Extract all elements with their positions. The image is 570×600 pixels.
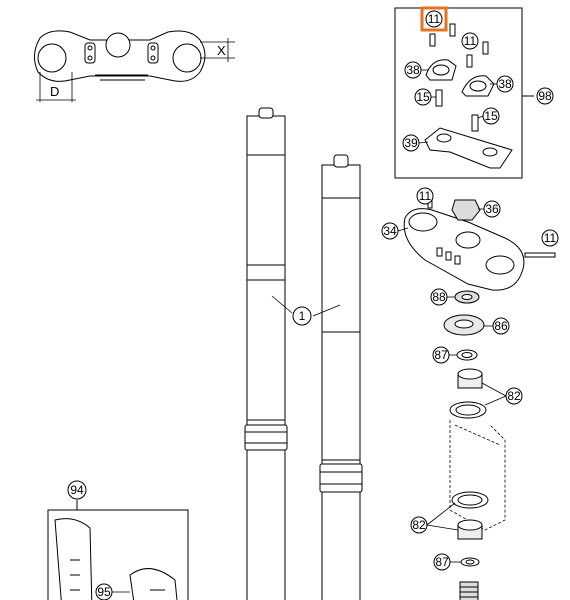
callout-leaders [112,69,507,593]
callout-86[interactable]: 86 [492,317,510,335]
callout-38[interactable]: 38 [404,61,422,79]
svg-text:88: 88 [432,290,446,304]
clamp-kit-box [394,7,534,179]
callout-94[interactable]: 94 [67,480,87,500]
callout-11[interactable]: 11 [425,10,443,28]
fork-guard-box [47,500,189,600]
svg-text:11: 11 [428,12,441,26]
callout-11[interactable]: 11 [461,32,479,50]
dimension-x-label: X [217,43,226,58]
callout-88[interactable]: 88 [430,288,448,306]
svg-text:34: 34 [383,224,397,238]
callout-1[interactable]: 1 [292,306,312,326]
callout-82[interactable]: 82 [505,387,523,405]
callout-95[interactable]: 95 [95,583,113,600]
callout-98[interactable]: 98 [536,87,554,105]
dimension-d-label: D [50,84,59,99]
steering-stem [449,420,506,531]
svg-text:1: 1 [299,309,306,323]
svg-text:15: 15 [416,90,430,104]
callout-39[interactable]: 39 [402,134,420,152]
leader-lines [271,295,341,317]
svg-text:87: 87 [434,348,448,362]
clamp-kit-parts [424,23,513,169]
callout-38[interactable]: 38 [496,75,514,93]
callout-15[interactable]: 15 [482,107,500,125]
lower-bearings [451,491,489,600]
callout-36[interactable]: 36 [483,200,501,218]
svg-text:38: 38 [406,63,420,77]
callout-15[interactable]: 15 [414,88,432,106]
callout-87[interactable]: 87 [433,553,451,571]
svg-text:11: 11 [464,34,477,48]
svg-text:95: 95 [97,585,111,599]
triple-clamp-top-view [34,30,206,82]
svg-text:86: 86 [494,319,508,333]
svg-text:11: 11 [419,189,432,203]
svg-text:87: 87 [435,555,449,569]
callout-87[interactable]: 87 [432,346,450,364]
triple-clamp-3d [403,195,556,291]
callout-11[interactable]: 11 [416,187,434,205]
dimension-lines [36,38,235,102]
svg-text:39: 39 [404,136,418,150]
fork-guard-parts [54,518,178,600]
svg-text:82: 82 [412,518,426,532]
svg-text:36: 36 [485,202,499,216]
callout-82[interactable]: 82 [410,516,428,534]
svg-text:82: 82 [507,389,521,403]
callout-group: 11 11 38 38 15 15 39 98 [67,6,559,600]
svg-text:11: 11 [544,231,557,245]
fork-tube-left [244,107,288,600]
callout-11[interactable]: 11 [541,229,559,247]
svg-text:98: 98 [538,89,552,103]
callout-34[interactable]: 34 [381,222,399,240]
svg-text:94: 94 [70,483,84,497]
fork-tube-right [319,154,363,600]
callout-highlight-frame [420,6,448,32]
bearing-stack [443,290,487,419]
svg-text:38: 38 [498,77,512,91]
svg-text:15: 15 [484,109,498,123]
